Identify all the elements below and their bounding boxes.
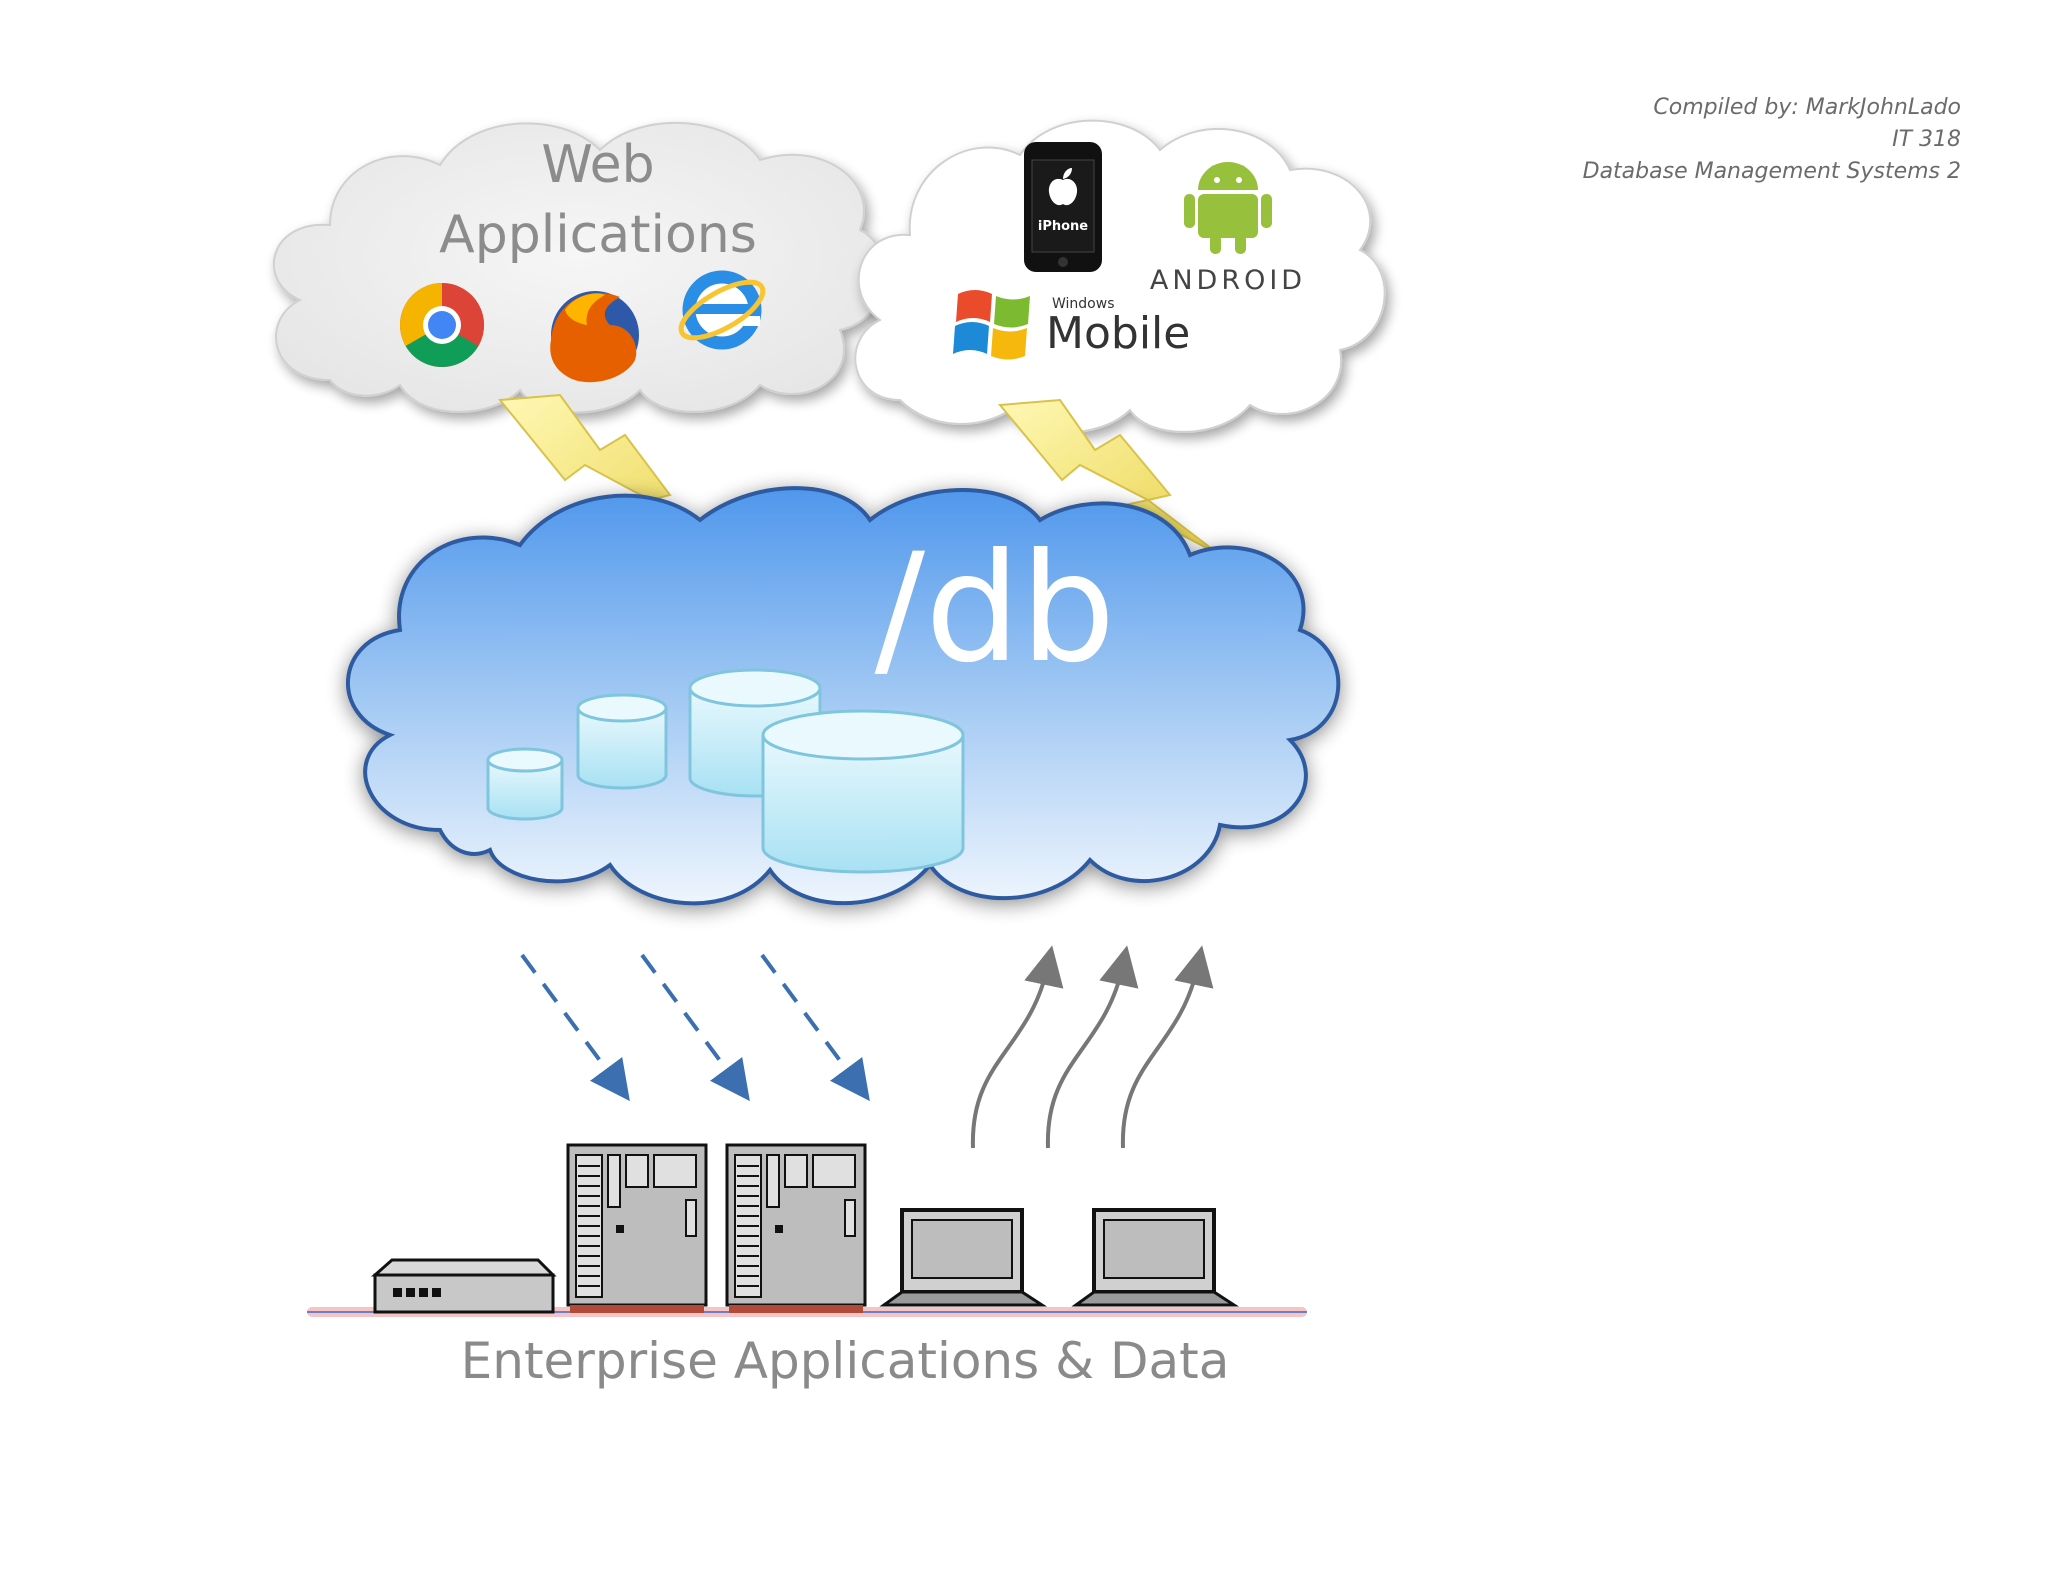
windows-mobile-icon [953,290,1030,360]
up-arrow [1120,945,1214,1149]
laptop-2 [1071,1208,1240,1307]
iphone-icon: iPhone [1024,142,1102,272]
internet-explorer-icon [678,270,766,350]
web-label-line2: Applications [439,205,757,265]
chrome-icon [399,283,485,368]
enterprise-label: Enterprise Applications & Data [461,1332,1230,1390]
android-icon [1184,162,1272,254]
course-code: IT 318 [1892,127,1961,152]
iphone-label: iPhone [1038,219,1088,234]
lightning-bolt-right [998,398,1221,556]
windows-big-label: Mobile [1046,308,1190,359]
web-label-line1: Web [541,135,654,195]
laptop-1 [879,1208,1048,1307]
windows-small-label: Windows [1052,296,1115,312]
course-name: Database Management Systems 2 [1582,159,1961,184]
router-device [371,1258,557,1314]
database-cylinder-2 [576,693,668,790]
database-cylinder-1 [486,747,564,821]
db-label: /db [875,522,1116,696]
down-arrows [520,953,870,1102]
up-arrow [970,945,1064,1149]
header-credits: Compiled by: MarkJohnLado IT 318 Databas… [1583,92,1961,188]
firefox-icon [550,291,639,383]
database-cylinder-4 [761,709,965,874]
server-2 [725,1143,867,1313]
up-arrow [1045,945,1139,1149]
android-label: ANDROID [1150,265,1306,296]
up-arrows [970,945,1214,1149]
down-arrow [760,953,870,1102]
down-arrow [640,953,750,1102]
down-arrow [520,953,630,1102]
compiled-by: Compiled by: MarkJohnLado [1653,95,1961,120]
server-1 [566,1143,708,1313]
db-cloud [345,486,1341,906]
